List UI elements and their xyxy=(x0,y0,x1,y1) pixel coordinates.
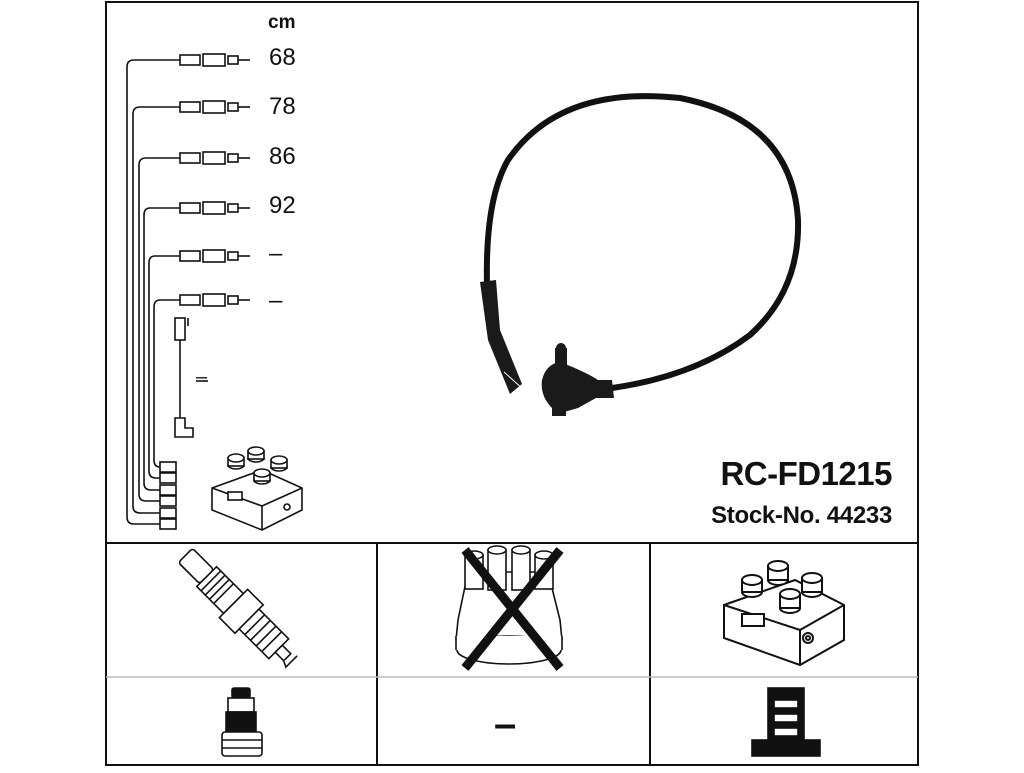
cable-length-6: – xyxy=(269,287,283,314)
cable-illustration xyxy=(480,93,802,416)
plug-connectors xyxy=(179,53,250,307)
spark-plug-icon xyxy=(178,548,298,669)
frame xyxy=(105,1,919,766)
product-code: RC-FD1215 xyxy=(720,455,892,492)
cable-length-5: – xyxy=(269,240,283,267)
coil-terminals xyxy=(159,461,177,530)
coil-lead-length: – xyxy=(196,366,208,388)
cable-length-4: 92 xyxy=(269,192,296,219)
coil-small-icon xyxy=(211,446,303,531)
cable-length-2: 78 xyxy=(269,93,296,120)
cable-length-1: 68 xyxy=(269,44,296,71)
cable-schematic xyxy=(126,53,250,530)
coil-lead xyxy=(174,317,208,438)
no-boot-dash: – xyxy=(494,702,517,746)
cable-length-3: 86 xyxy=(269,143,296,170)
straight-boot-icon xyxy=(221,687,263,757)
unit-label: cm xyxy=(268,12,296,33)
distributor-cap-crossed-icon xyxy=(455,545,564,671)
coil-tower-boot-icon xyxy=(751,687,821,757)
ignition-coil-icon xyxy=(723,560,845,667)
stock-number: Stock-No. 44233 xyxy=(711,502,892,529)
